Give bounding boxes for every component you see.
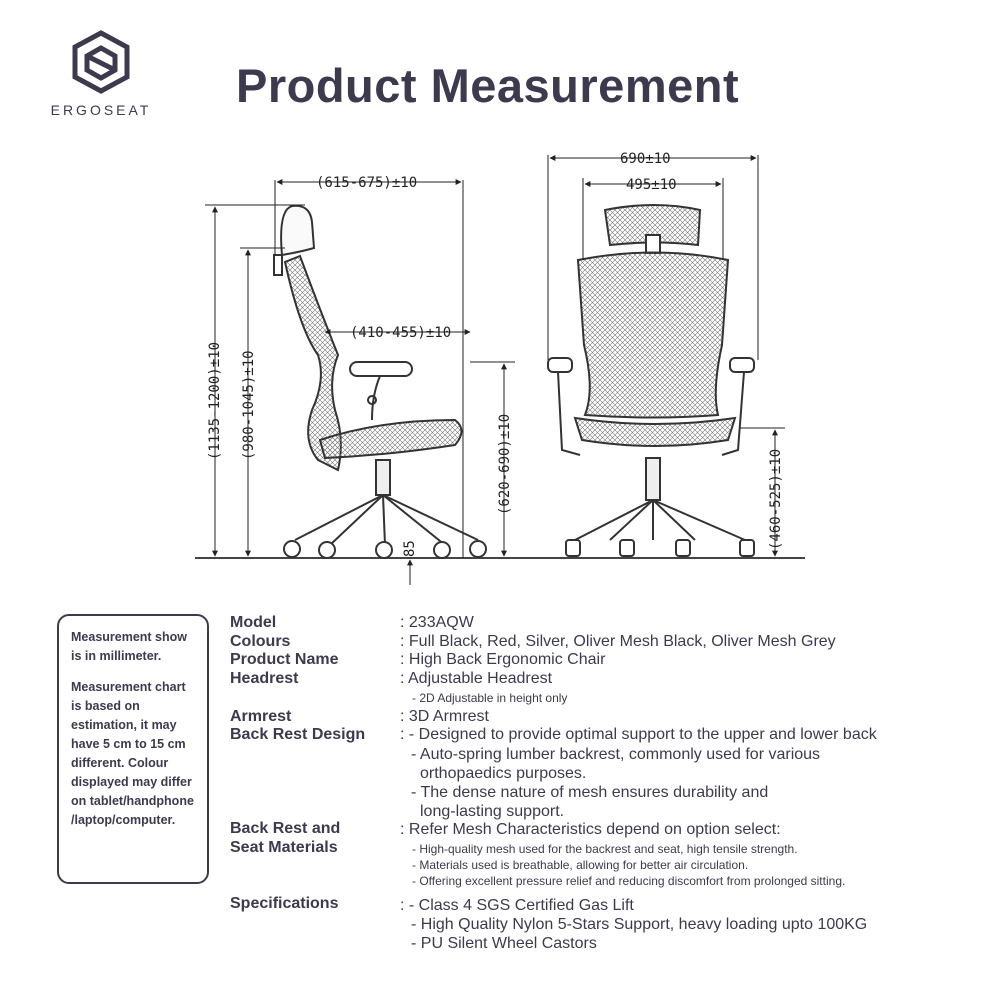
spec-backrest-value-5: long-lasting support.: [420, 803, 565, 820]
spec-materials-sub-1: - High-quality mesh used for the backres…: [412, 842, 798, 856]
note-paragraph-disclaimer: Measurement chart is based on estimation…: [71, 680, 194, 827]
spec-materials-sub-3: - Offering excellent pressure relief and…: [412, 874, 846, 888]
front-view-chair: [547, 204, 755, 557]
side-view-chair: [273, 204, 487, 559]
brand-name: ERGOSEAT: [50, 102, 152, 118]
spec-headrest-value: : Adjustable Headrest: [400, 670, 553, 687]
spec-product-name-label: Product Name: [230, 651, 339, 668]
spec-backrest-value-3: orthopaedics purposes.: [420, 765, 587, 782]
spec-materials-sub-2: - Materials used is breathable, allowing…: [412, 858, 749, 872]
spec-product-name-value: : High Back Ergonomic Chair: [400, 651, 606, 668]
ergoseat-logo-icon: [72, 30, 130, 94]
dim-side-seat-height: (620-690)±10: [497, 414, 513, 515]
spec-specifications-value-1: : - Class 4 SGS Certified Gas Lift: [400, 897, 634, 914]
spec-backrest-value-1: : - Designed to provide optimal support …: [400, 726, 877, 743]
dim-side-height-back: (980-1045)±10: [241, 350, 257, 460]
spec-materials-label-1: Back Rest and: [230, 820, 341, 837]
spec-headrest-label: Headrest: [230, 670, 299, 687]
spec-model-value: : 233AQW: [400, 614, 474, 631]
spec-specifications-value-2: - High Quality Nylon 5-Stars Support, he…: [411, 916, 868, 933]
brand-logo: ERGOSEAT: [36, 30, 166, 118]
spec-specifications-label: Specifications: [230, 895, 339, 912]
spec-armrest-value: : 3D Armrest: [400, 708, 489, 725]
dim-side-depth: (615-675)±10: [316, 175, 417, 191]
spec-specifications-value-3: - PU Silent Wheel Castors: [411, 935, 597, 952]
dim-side-arm-depth: (410-455)±10: [350, 325, 451, 341]
spec-backrest-value-4: - The dense nature of mesh ensures durab…: [411, 784, 769, 801]
spec-armrest-label: Armrest: [230, 708, 292, 725]
spec-headrest-sub: - 2D Adjustable in height only: [412, 691, 568, 705]
spec-materials-label-2: Seat Materials: [230, 839, 338, 856]
spec-backrest-value-2: - Auto-spring lumber backrest, commonly …: [411, 746, 821, 763]
dim-front-arm-height: (460-525)±10: [768, 449, 784, 550]
dim-front-inner-width: 495±10: [626, 177, 677, 193]
spec-colours-value: : Full Black, Red, Silver, Oliver Mesh B…: [400, 633, 836, 650]
measurement-note: Measurement show is in millimeter. Measu…: [57, 614, 209, 884]
spec-backrest-label: Back Rest Design: [230, 726, 366, 743]
chair-measurement-drawing: (615-675)±10 (410-455)±10 (1135-1200)±10…: [195, 151, 805, 585]
dim-side-height-total: (1135-1200)±10: [207, 342, 223, 460]
dim-side-base: 85: [402, 540, 418, 557]
dim-front-width: 690±10: [620, 151, 671, 167]
spec-materials-value: : Refer Mesh Characteristics depend on o…: [400, 821, 781, 838]
spec-model-label: Model: [230, 614, 277, 631]
spec-colours-label: Colours: [230, 633, 291, 650]
note-paragraph-units: Measurement show is in millimeter.: [71, 630, 188, 663]
page-title: Product Measurement: [236, 59, 740, 112]
